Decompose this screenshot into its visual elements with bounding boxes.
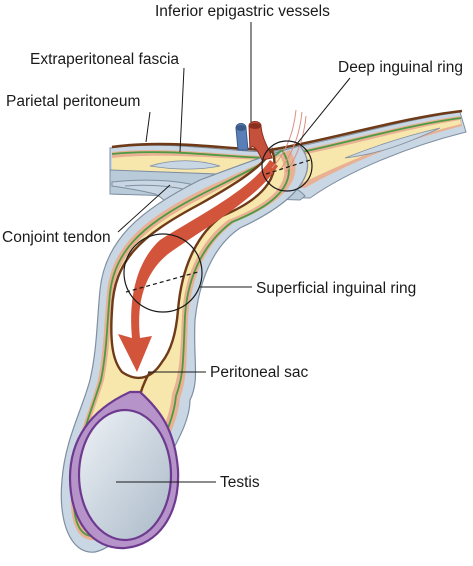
leader-conjoint: [117, 184, 171, 233]
muscle-slit-1: [149, 160, 221, 170]
superficial-ring-dashes: [125, 271, 199, 293]
label-extraperitoneal-fascia: Extraperitoneal fascia: [30, 51, 179, 68]
leader-lines: [116, 22, 351, 483]
leader-parietal: [145, 111, 151, 143]
spermatic-cord-strands: [271, 109, 307, 173]
label-inferior-epigastric-vessels: Inferior epigastric vessels: [155, 3, 330, 20]
deep-ring-dashes: [265, 159, 311, 175]
testis: [68, 390, 180, 550]
superficial-inguinal-ring-circle: [123, 233, 203, 313]
testis-body: [77, 408, 173, 542]
epigastric-artery: [248, 121, 273, 161]
hernia-sac: [110, 147, 278, 396]
parietal-peritoneum-line: [111, 109, 463, 152]
epigastric-vein-end: [236, 125, 246, 131]
label-peritoneal-sac: Peritoneal sac: [210, 364, 308, 381]
label-conjoint-tendon: Conjoint tendon: [2, 229, 111, 246]
epigastric-artery-end: [249, 123, 261, 129]
inferior-epigastric-vessels: [235, 121, 273, 161]
hernia-arrow: [118, 160, 278, 372]
label-testis: Testis: [220, 474, 260, 491]
leader-extraperitoneal: [179, 67, 185, 153]
label-deep-inguinal-ring: Deep inguinal ring: [338, 59, 463, 76]
label-parietal-peritoneum: Parietal peritoneum: [6, 93, 140, 110]
label-superficial-inguinal-ring: Superficial inguinal ring: [256, 280, 416, 297]
deep-inguinal-ring-circle: [261, 140, 313, 192]
muscle-slit-2: [344, 127, 441, 159]
leader-deep-ring: [295, 77, 351, 146]
